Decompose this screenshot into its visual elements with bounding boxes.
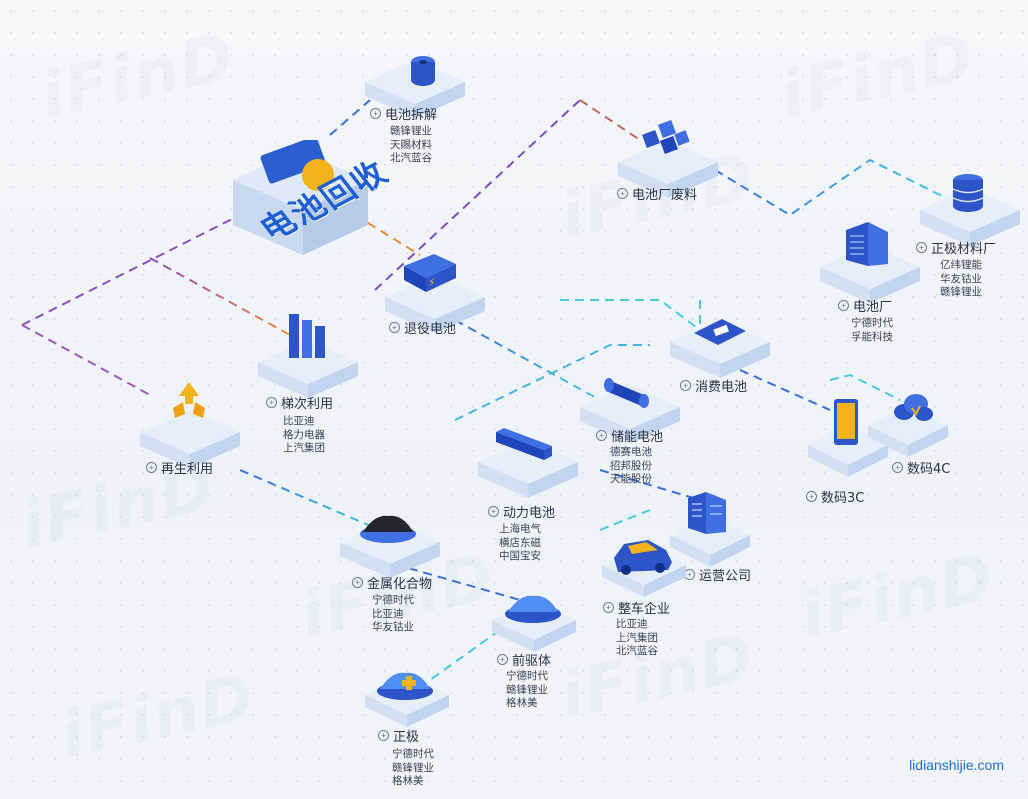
- cathode-factory-label[interactable]: +正极材料厂: [916, 238, 996, 257]
- metal-companies: 宁德时代 比亚迪 华友钴业: [372, 594, 414, 633]
- consumer-label[interactable]: +消费电池: [680, 376, 747, 395]
- svg-text:⚡: ⚡: [428, 276, 436, 289]
- digital3c-label[interactable]: +数码3C: [806, 487, 864, 506]
- cascade-platform: [258, 340, 358, 398]
- plus-icon: +: [680, 380, 691, 391]
- digital4c-label[interactable]: +数码4C: [892, 458, 950, 477]
- factory-waste-platform: [618, 140, 718, 198]
- cascade-label[interactable]: +梯次利用: [266, 393, 333, 412]
- powder-dark-icon: [360, 515, 416, 543]
- power-companies: 上海电气 横店东磁 中国宝安: [499, 523, 541, 562]
- storage-platform: [580, 385, 680, 443]
- bar-battery-icon: [496, 428, 552, 460]
- oem-label[interactable]: +整车企业: [603, 598, 670, 617]
- plus-icon: +: [806, 491, 817, 502]
- plus-icon: +: [892, 462, 903, 473]
- factory-waste-label[interactable]: +电池厂废料: [617, 184, 697, 203]
- operator-label[interactable]: +运营公司: [684, 565, 751, 584]
- plus-icon: +: [352, 577, 363, 588]
- plus-icon: +: [617, 188, 628, 199]
- power-platform: [478, 440, 578, 498]
- power-label[interactable]: +动力电池: [488, 502, 555, 521]
- plus-icon: +: [916, 242, 927, 253]
- precursor-companies: 宁德时代 赣锋锂业 格林美: [506, 670, 548, 709]
- storage-label[interactable]: +储能电池: [596, 426, 663, 445]
- battery-factory-platform: [820, 245, 920, 303]
- plus-icon: +: [603, 602, 614, 613]
- plus-icon: +: [146, 462, 157, 473]
- cubes-icon: [642, 120, 690, 154]
- building-icon: [846, 222, 888, 266]
- cylinder-battery-icon: [604, 378, 649, 408]
- site-url: lidianshijie.com: [909, 757, 1004, 773]
- database-icon: [952, 174, 984, 212]
- plus-icon: +: [596, 430, 607, 441]
- roll-icon: [411, 56, 435, 86]
- plus-icon: +: [389, 322, 400, 333]
- regen-platform: [140, 410, 240, 468]
- disassembly-companies: 赣锋锂业 天赐材料 北汽蓝谷: [390, 125, 432, 164]
- battery-pack-icon: ⚡: [404, 254, 456, 292]
- cathode-companies: 宁德时代 赣锋锂业 格林美: [392, 748, 434, 787]
- office-icon: [688, 492, 726, 534]
- battery-card-icon: [694, 319, 746, 345]
- regen-label[interactable]: +再生利用: [146, 458, 213, 477]
- plus-icon: +: [838, 300, 849, 311]
- bars-icon: [289, 314, 325, 358]
- recycle-icon: [173, 382, 205, 418]
- cathode-factory-companies: 亿纬锂能 华友钴业 赣锋锂业: [940, 259, 982, 298]
- battery-factory-companies: 宁德时代 孚能科技: [851, 317, 893, 343]
- plus-icon: +: [497, 654, 508, 665]
- cascade-companies: 比亚迪 格力电器 上汽集团: [283, 415, 325, 454]
- disassembly-label[interactable]: +电池拆解: [370, 104, 437, 123]
- retired-label[interactable]: +退役电池: [389, 318, 456, 337]
- plus-icon: +: [370, 108, 381, 119]
- battery-factory-label[interactable]: +电池厂: [838, 296, 892, 315]
- cloud-icon: [894, 394, 933, 421]
- storage-companies: 德赛电池 招邦股份 天能股份: [610, 446, 652, 485]
- plus-powder-icon: [377, 672, 433, 700]
- metal-label[interactable]: +金属化合物: [352, 573, 432, 592]
- retired-platform: [385, 275, 485, 333]
- plus-icon: +: [266, 397, 277, 408]
- plus-icon: +: [488, 506, 499, 517]
- phone-icon: [834, 399, 858, 445]
- oem-companies: 比亚迪 上汽集团 北汽蓝谷: [616, 618, 658, 657]
- recycle-hub-platform: [233, 140, 368, 255]
- car-icon: [614, 540, 672, 575]
- plus-icon: +: [378, 730, 389, 741]
- cathode-label[interactable]: +正极: [378, 726, 419, 745]
- powder-blue-icon: [505, 595, 561, 623]
- precursor-label[interactable]: +前驱体: [497, 650, 551, 669]
